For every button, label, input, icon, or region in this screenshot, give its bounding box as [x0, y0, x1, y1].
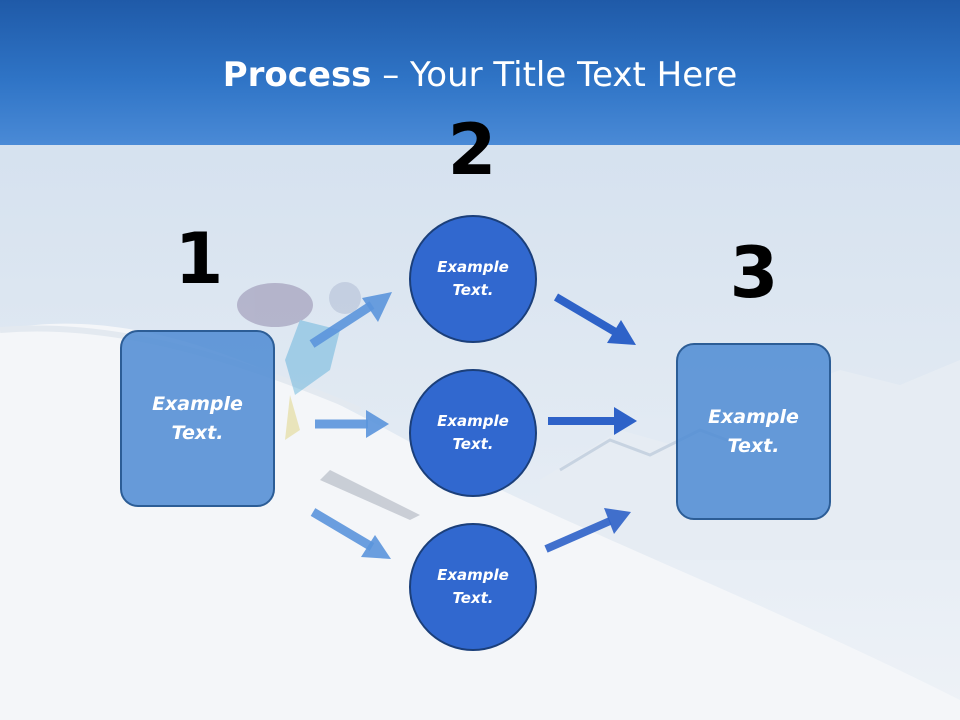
- step-number-1: 1: [174, 218, 224, 300]
- circle-middle-text: Example Text.: [437, 412, 509, 453]
- circle-bottom-text: Example Text.: [437, 566, 509, 607]
- header-band: [0, 0, 960, 145]
- right-box-text: Example Text.: [708, 405, 799, 457]
- circle-bottom: Example Text.: [409, 523, 537, 651]
- page-title: Process – Your Title Text Here: [0, 54, 960, 96]
- circle-top: Example Text.: [409, 215, 537, 343]
- circle-top-text: Example Text.: [437, 258, 509, 299]
- circle-middle: Example Text.: [409, 369, 537, 497]
- left-box: Example Text.: [120, 330, 275, 507]
- title-rest: – Your Title Text Here: [371, 55, 738, 95]
- title-bold: Process: [222, 55, 372, 95]
- left-box-text: Example Text.: [152, 392, 243, 444]
- step-number-2: 2: [447, 109, 497, 191]
- right-box: Example Text.: [676, 343, 831, 520]
- step-number-3: 3: [729, 232, 779, 314]
